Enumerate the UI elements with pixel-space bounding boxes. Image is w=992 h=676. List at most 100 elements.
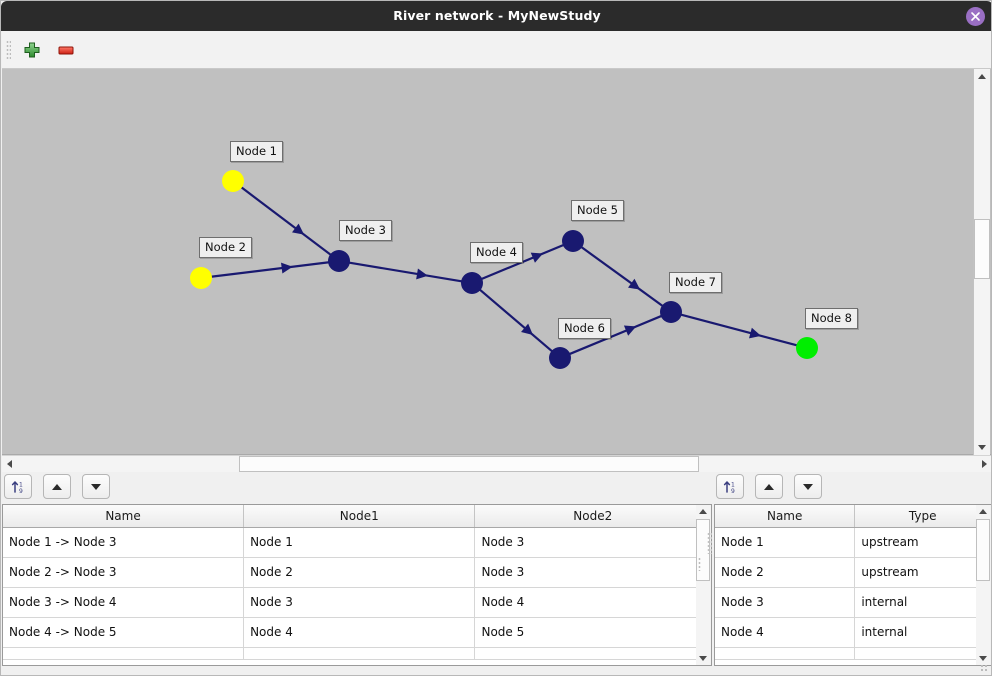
nodes-move-down-button[interactable]: [794, 474, 823, 499]
toolbar-drag-handle[interactable]: [6, 40, 11, 60]
reaches-cell[interactable]: Node 4: [474, 587, 711, 618]
graph-node-label-node6[interactable]: Node 6: [558, 318, 611, 339]
close-icon[interactable]: [966, 7, 985, 26]
edge-arrowhead: [530, 252, 543, 263]
nodes-column-header-name[interactable]: Name: [715, 505, 856, 528]
nodes-table-row[interactable]: [715, 647, 991, 660]
edge-Node2-to-Node3[interactable]: [209, 261, 331, 278]
reaches-cell[interactable]: Node 1 -> Node 3: [3, 527, 245, 558]
graph-node-label-node8[interactable]: Node 8: [805, 308, 858, 329]
reaches-column-header-node2[interactable]: Node2: [474, 505, 711, 528]
graph-node-label-node5[interactable]: Node 5: [571, 200, 624, 221]
nodes-cell[interactable]: Node 2: [715, 557, 856, 588]
edge-arrowhead: [623, 325, 637, 336]
reaches-cell[interactable]: Node 3: [474, 557, 711, 588]
edge-Node7-to-Node8[interactable]: [679, 313, 799, 347]
reaches-scroll-down-arrow[interactable]: [696, 651, 710, 665]
reaches-column-header-node1[interactable]: Node1: [243, 505, 476, 528]
nodes-scroll-down-arrow[interactable]: [976, 651, 990, 665]
graph-node-node7[interactable]: [660, 301, 682, 323]
edge-arrowhead: [521, 323, 533, 335]
resize-grip[interactable]: [980, 664, 988, 672]
nodes-cell[interactable]: [854, 647, 991, 660]
scroll-up-arrow[interactable]: [974, 69, 990, 85]
graph-node-label-node3[interactable]: Node 3: [339, 220, 392, 241]
nodes-cell[interactable]: upstream: [854, 557, 991, 588]
reaches-scroll-up-arrow[interactable]: [696, 505, 710, 519]
reaches-cell[interactable]: Node 3: [474, 527, 711, 558]
scroll-left-arrow[interactable]: [2, 456, 18, 472]
edge-Node3-to-Node4[interactable]: [347, 261, 464, 283]
reaches-cell[interactable]: Node 1: [243, 527, 476, 558]
nodes-cell[interactable]: internal: [854, 617, 991, 648]
reaches-cell[interactable]: [474, 647, 711, 660]
nodes-vertical-scrollbar[interactable]: [976, 504, 991, 666]
nodes-cell[interactable]: internal: [854, 587, 991, 618]
reaches-cell[interactable]: Node 4 -> Node 5: [3, 617, 245, 648]
graph-node-node4[interactable]: [461, 272, 483, 294]
graph-node-label-node1[interactable]: Node 1: [230, 141, 283, 162]
nodes-cell[interactable]: [715, 647, 856, 660]
nodes-cell[interactable]: Node 3: [715, 587, 856, 618]
edge-arrowhead: [281, 262, 293, 274]
reaches-cell[interactable]: Node 5: [474, 617, 711, 648]
graph-node-label-node7[interactable]: Node 7: [669, 272, 722, 293]
reaches-cell[interactable]: [3, 647, 245, 660]
graph-node-node1[interactable]: [222, 170, 244, 192]
svg-text:1: 1: [19, 481, 23, 488]
edge-Node1-to-Node3[interactable]: [239, 185, 333, 257]
graph-vertical-scrollbar[interactable]: [973, 69, 990, 455]
nodes-sort-button[interactable]: 1 9: [716, 474, 744, 499]
reaches-move-down-button[interactable]: [82, 474, 111, 499]
reaches-cell[interactable]: Node 2: [243, 557, 476, 588]
scroll-right-arrow[interactable]: [976, 456, 991, 472]
reaches-cell[interactable]: [243, 647, 476, 660]
reaches-cell[interactable]: Node 2 -> Node 3: [3, 557, 245, 588]
reaches-cell[interactable]: Node 3 -> Node 4: [3, 587, 245, 618]
reaches-vertical-scrollbar[interactable]: [696, 504, 712, 666]
delete-node-icon[interactable]: [54, 38, 78, 62]
graph-node-node6[interactable]: [549, 347, 571, 369]
reaches-cell[interactable]: Node 4: [243, 617, 476, 648]
nodes-move-up-button[interactable]: [755, 474, 784, 499]
reaches-move-up-button[interactable]: [43, 474, 72, 499]
graph-node-node5[interactable]: [562, 230, 584, 252]
edge-Node4-to-Node6[interactable]: [478, 288, 554, 353]
graph-hscroll-thumb[interactable]: [239, 456, 699, 472]
graph-node-label-node2[interactable]: Node 2: [199, 237, 252, 258]
reaches-sort-button[interactable]: 1 9: [4, 474, 32, 499]
graph-node-node2[interactable]: [190, 267, 212, 289]
graph-horizontal-scrollbar[interactable]: [2, 455, 991, 472]
graph-node-node8[interactable]: [796, 337, 818, 359]
river-network-graph[interactable]: Node 1 Node 2 Node 3 Node 4 Node 5 Node 6 Node…: [2, 69, 991, 455]
edge-Node6-to-Node7[interactable]: [567, 314, 664, 356]
graph-node-label-node4[interactable]: Node 4: [470, 242, 523, 263]
nodes-scroll-thumb[interactable]: [976, 519, 990, 581]
scroll-down-arrow[interactable]: [974, 439, 990, 455]
reaches-cell[interactable]: Node 3: [243, 587, 476, 618]
nodes-column-header-type[interactable]: Type: [854, 505, 991, 528]
nodes-cell[interactable]: Node 4: [715, 617, 856, 648]
graph-node-node3[interactable]: [328, 250, 350, 272]
add-node-icon[interactable]: [20, 38, 44, 62]
edge-Node5-to-Node7[interactable]: [579, 245, 665, 308]
reaches-table-row[interactable]: [3, 647, 711, 660]
panels-drag-handle[interactable]: [707, 532, 712, 554]
edge-arrowhead: [416, 268, 428, 280]
nodes-cell[interactable]: upstream: [854, 527, 991, 558]
nodes-cell[interactable]: Node 1: [715, 527, 856, 558]
graph-vscroll-thumb[interactable]: [974, 219, 990, 279]
nodes-scroll-up-arrow[interactable]: [976, 505, 990, 519]
reaches-column-header-name[interactable]: Name: [3, 505, 245, 528]
